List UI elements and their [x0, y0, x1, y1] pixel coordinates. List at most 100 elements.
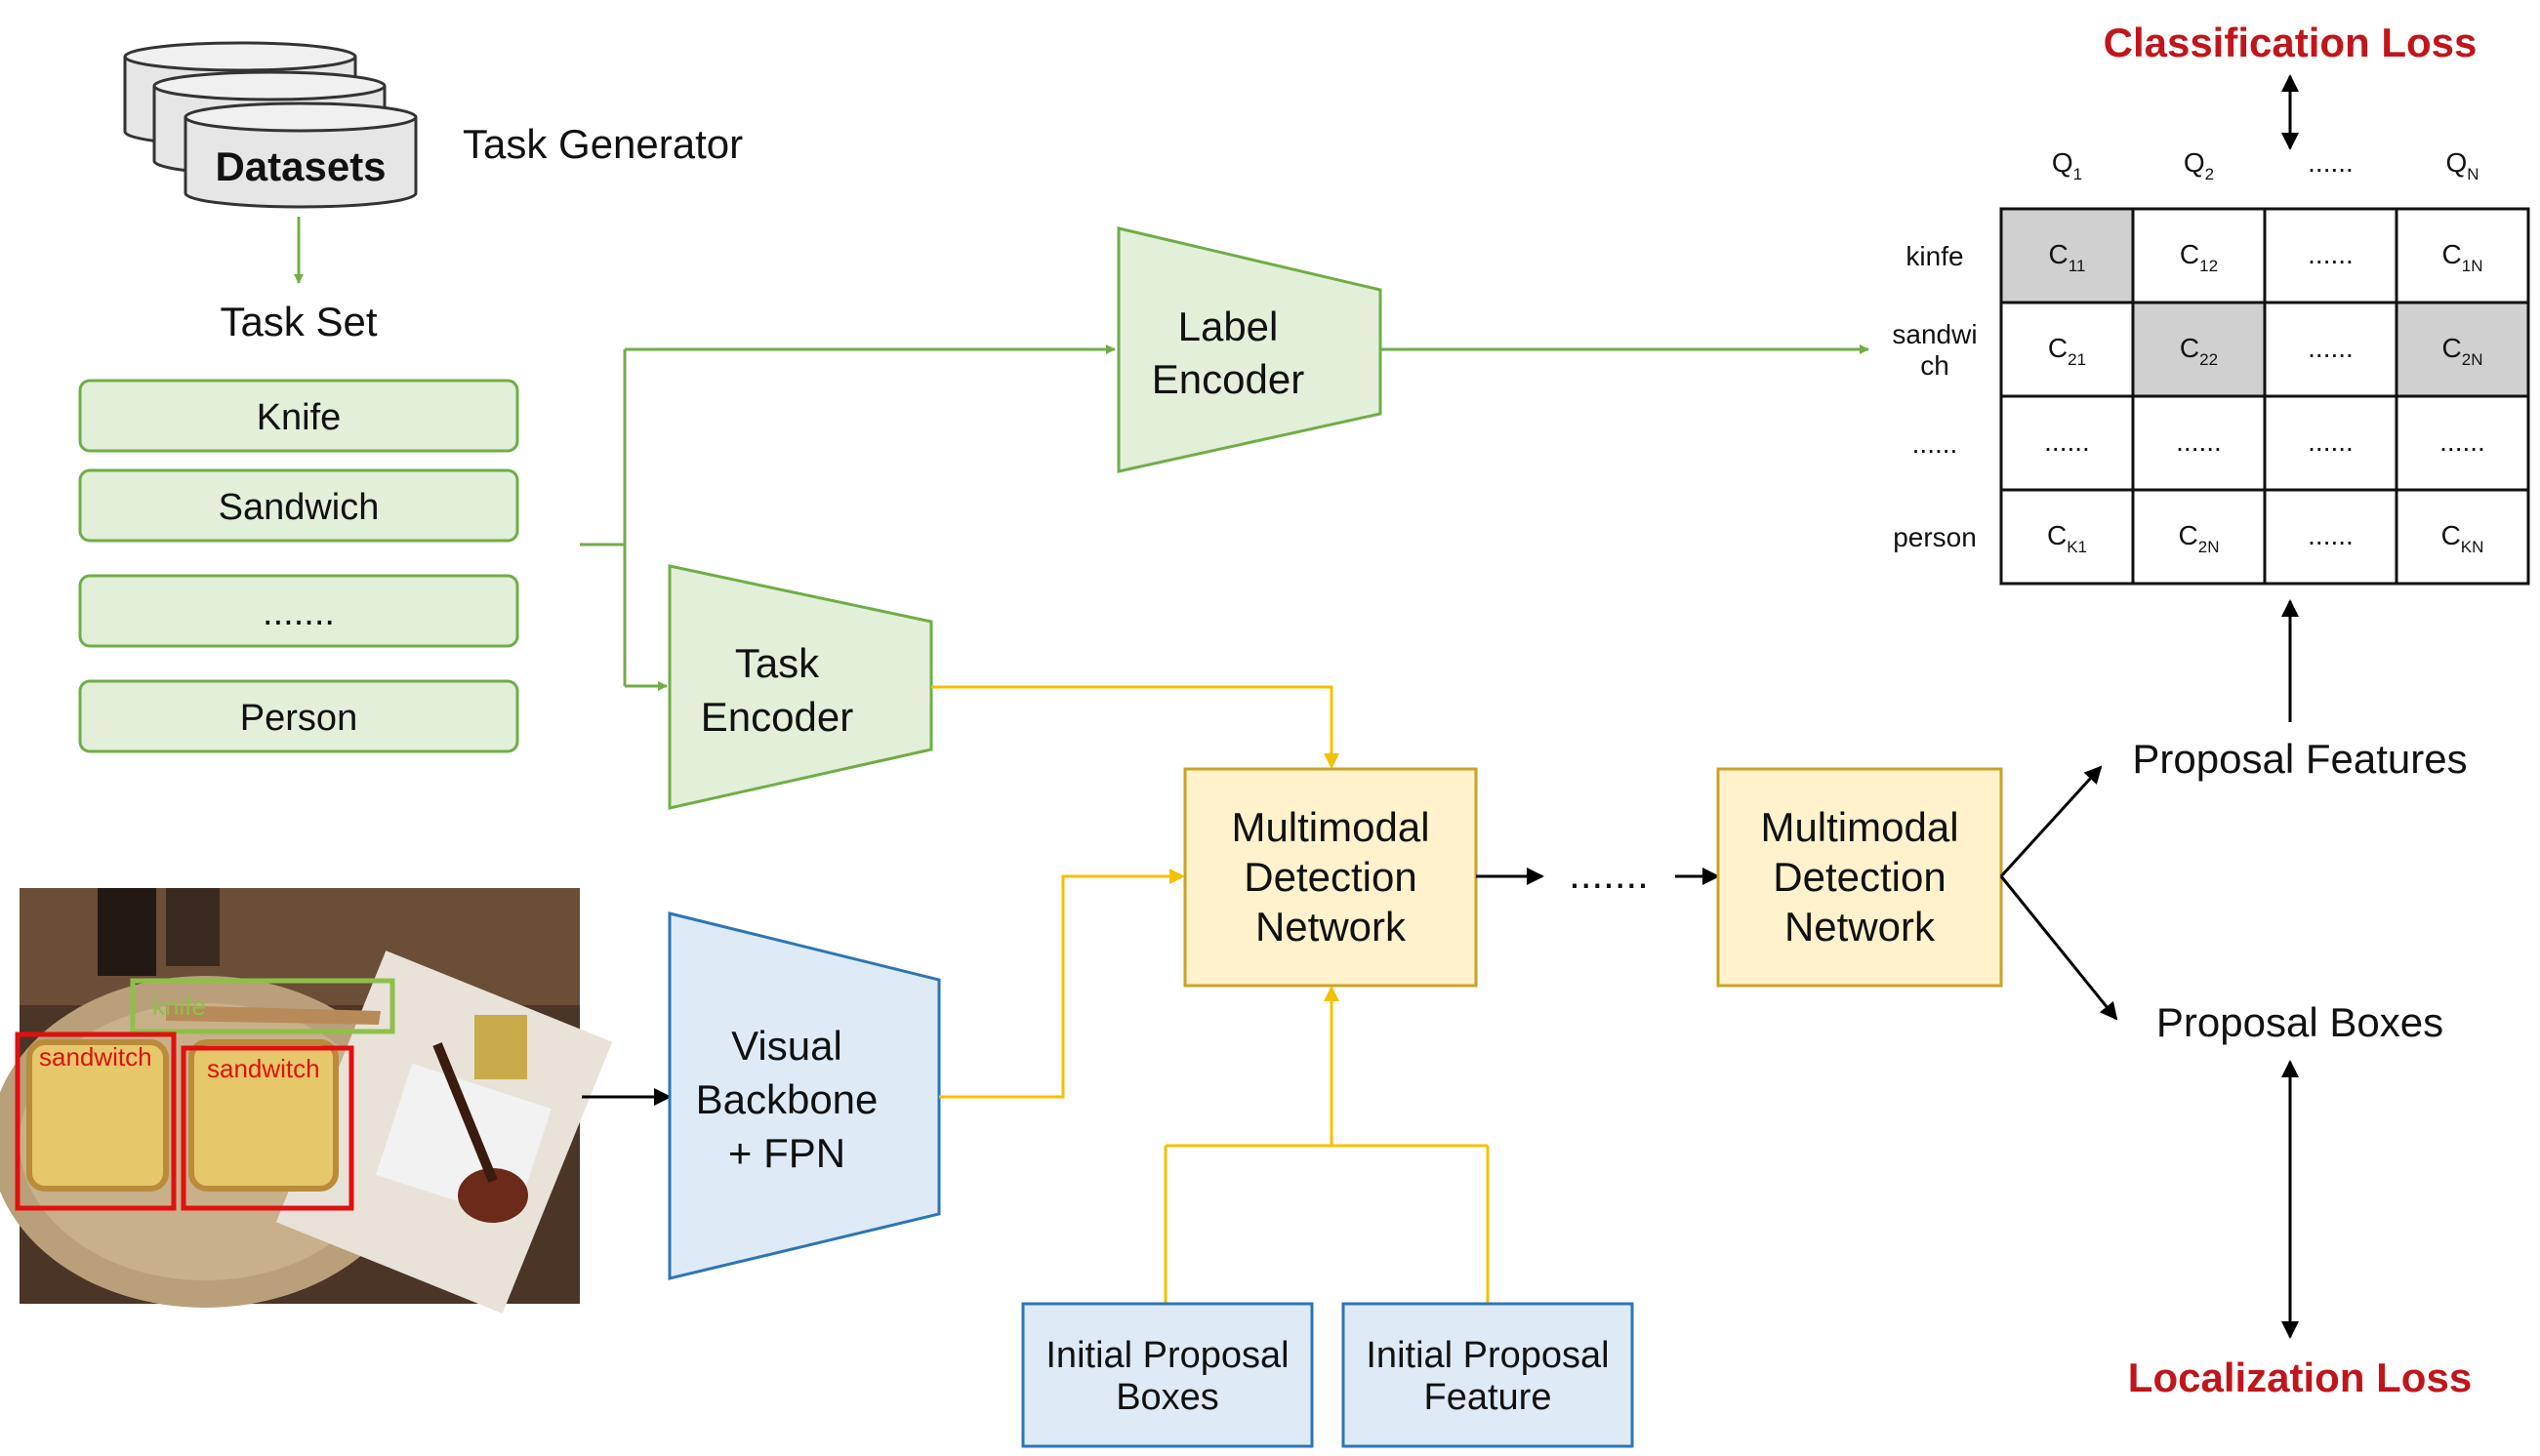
matrix-cell-label-base: ...... — [2308, 239, 2354, 269]
matrix-cell — [2395, 207, 2530, 304]
matrix-cell-label: C22 — [2180, 333, 2218, 369]
task-item-label: Person — [240, 698, 357, 739]
lighter — [474, 1015, 527, 1079]
matrix-cell-label-base: C — [2441, 520, 2461, 550]
label-encoder: Label Encoder — [1117, 226, 1382, 473]
task-item-sandwich: Sandwich — [78, 468, 519, 543]
matrix-cell-label-subscript: K1 — [2067, 538, 2087, 556]
sandwich-bbox-label-left: sandwitch — [39, 1042, 152, 1072]
task-encoder-line-1: Task — [735, 640, 820, 686]
matrix-cell-label-subscript: 12 — [2199, 257, 2218, 275]
knife-bbox-label: knife — [152, 991, 206, 1021]
to-proposal-features-arrow — [1999, 765, 2103, 878]
matrix-cell-label-base: ...... — [2308, 333, 2354, 363]
matrix-cell-label-base: ...... — [2308, 426, 2354, 457]
label-encoder-line-1: Label — [1178, 303, 1279, 349]
detection-network-2-line-1: Multimodal — [1760, 804, 1958, 850]
dataset-cylinder-front — [184, 101, 418, 209]
matrix-row-label: ...... — [1912, 428, 1958, 459]
matrix-cell — [2395, 488, 2530, 586]
matrix-cell — [2395, 394, 2530, 492]
sandwich-bbox-label-right: sandwitch — [207, 1054, 320, 1083]
knife — [166, 1005, 381, 1025]
matrix-cell-label: C1N — [2442, 239, 2483, 275]
proposal-boxes-label: Proposal Boxes — [2156, 999, 2443, 1045]
matrix-cell-label: C2N — [2442, 333, 2483, 369]
matrix-cell — [2131, 488, 2267, 586]
classification-loss-label: Classification Loss — [2104, 20, 2478, 65]
toast-left — [26, 1039, 169, 1192]
matrix-cell-label-base: C — [2180, 239, 2199, 269]
detection-network-1-line-2: Detection — [1244, 854, 1416, 900]
matrix-column-header-base: Q — [2052, 147, 2073, 178]
task-item-label: ....... — [263, 592, 335, 633]
matrix-cell-label-base: C — [2048, 333, 2068, 363]
datasets-label: Datasets — [215, 143, 386, 189]
matrix-cell-label-subscript: 1N — [2462, 257, 2483, 275]
initial-proposal-feature-line-2: Feature — [1424, 1377, 1552, 1418]
matrix-cell-label: ...... — [2308, 520, 2354, 550]
proposal-features-label: Proposal Features — [2132, 736, 2467, 782]
matrix-column-header-subscript: 1 — [2073, 165, 2082, 183]
matrix-cell-label: ...... — [2176, 426, 2222, 457]
matrix-row-label: ch — [1920, 350, 1949, 381]
matrix-cell-label: C2N — [2179, 520, 2220, 556]
matrix-cell-label: ...... — [2308, 333, 2354, 363]
matrix-cell-label-base: C — [2047, 520, 2067, 550]
task-item-label: Knife — [257, 397, 342, 438]
knife-bbox — [130, 978, 395, 1034]
matrix-column-header: QN — [2445, 147, 2479, 183]
matrix-cell-label: ...... — [2308, 426, 2354, 457]
task-set-label: Task Set — [220, 299, 377, 344]
matrix-cell-label-base: C — [2442, 333, 2462, 363]
matrix-cell-label-base: ...... — [2176, 426, 2222, 457]
input-image: knife sandwitch sandwitch — [0, 888, 613, 1314]
matrix-cell-label-base: C — [2179, 520, 2198, 550]
visual-backbone-line-1: Visual — [731, 1023, 842, 1069]
matrix-row-label: person — [1893, 522, 1977, 552]
matrix-cell-label-subscript: KN — [2461, 538, 2484, 556]
visual-backbone: Visual Backbone + FPN — [668, 911, 941, 1280]
taskset-connectors — [580, 344, 1869, 691]
matrix-cell — [2263, 394, 2398, 492]
backbone-to-detection-arrow — [939, 869, 1185, 1099]
matrix-cell-label-base: ...... — [2308, 520, 2354, 550]
initial-proposal-feature: Initial Proposal Feature — [1341, 1302, 1634, 1448]
matrix-column-header: Q2 — [2184, 147, 2214, 183]
task-encoder-to-detection-arrow — [931, 685, 1339, 769]
initial-proposal-boxes-line-2: Boxes — [1116, 1377, 1219, 1418]
detection-network-2-line-2: Detection — [1773, 854, 1946, 900]
matrix-cell-label-base: C — [2049, 239, 2069, 269]
matrix-column-header-subscript: 2 — [2205, 165, 2214, 183]
visual-backbone-line-3: + FPN — [728, 1130, 845, 1176]
matrix-cell — [2263, 488, 2398, 586]
matrix-column-header: ...... — [2308, 147, 2354, 178]
matrix-row-label: sandwi — [1892, 319, 1977, 349]
bottle — [166, 888, 220, 966]
matrix-cell-label-subscript: 2N — [2198, 538, 2220, 556]
detection-network-2-line-3: Network — [1784, 904, 1936, 950]
detection-network-1-line-1: Multimodal — [1231, 804, 1429, 850]
task-encoder-line-2: Encoder — [701, 694, 853, 740]
matrix-row-label: kinfe — [1905, 241, 1963, 271]
matrix-column-header-base: Q — [2445, 147, 2467, 178]
task-item-ellipsis: ....... — [78, 574, 519, 648]
matrix-cell-label: CKN — [2441, 520, 2484, 556]
task-item-label: Sandwich — [219, 487, 380, 528]
toast-right — [188, 1039, 339, 1192]
task-item-knife: Knife — [78, 379, 519, 453]
matrix-cell-label-base: C — [2442, 239, 2462, 269]
pipe — [458, 1168, 528, 1223]
datasets-stack-icon: Datasets — [123, 41, 418, 209]
matrix-cell-label: ...... — [2044, 426, 2090, 457]
localization-loss-label: Localization Loss — [2128, 1355, 2472, 1400]
detection-network-2: Multimodal Detection Network — [1716, 767, 2003, 988]
task-item-person: Person — [78, 679, 519, 753]
matrix-cell-label: C11 — [2049, 239, 2086, 275]
matrix-cell-label: ...... — [2308, 239, 2354, 269]
detection-network-1-line-3: Network — [1255, 904, 1407, 950]
task-set-list: Knife Sandwich ....... Person — [78, 379, 519, 753]
matrix-cell-label: CK1 — [2047, 520, 2087, 556]
matrix-cell-label-base: ...... — [2044, 426, 2090, 457]
